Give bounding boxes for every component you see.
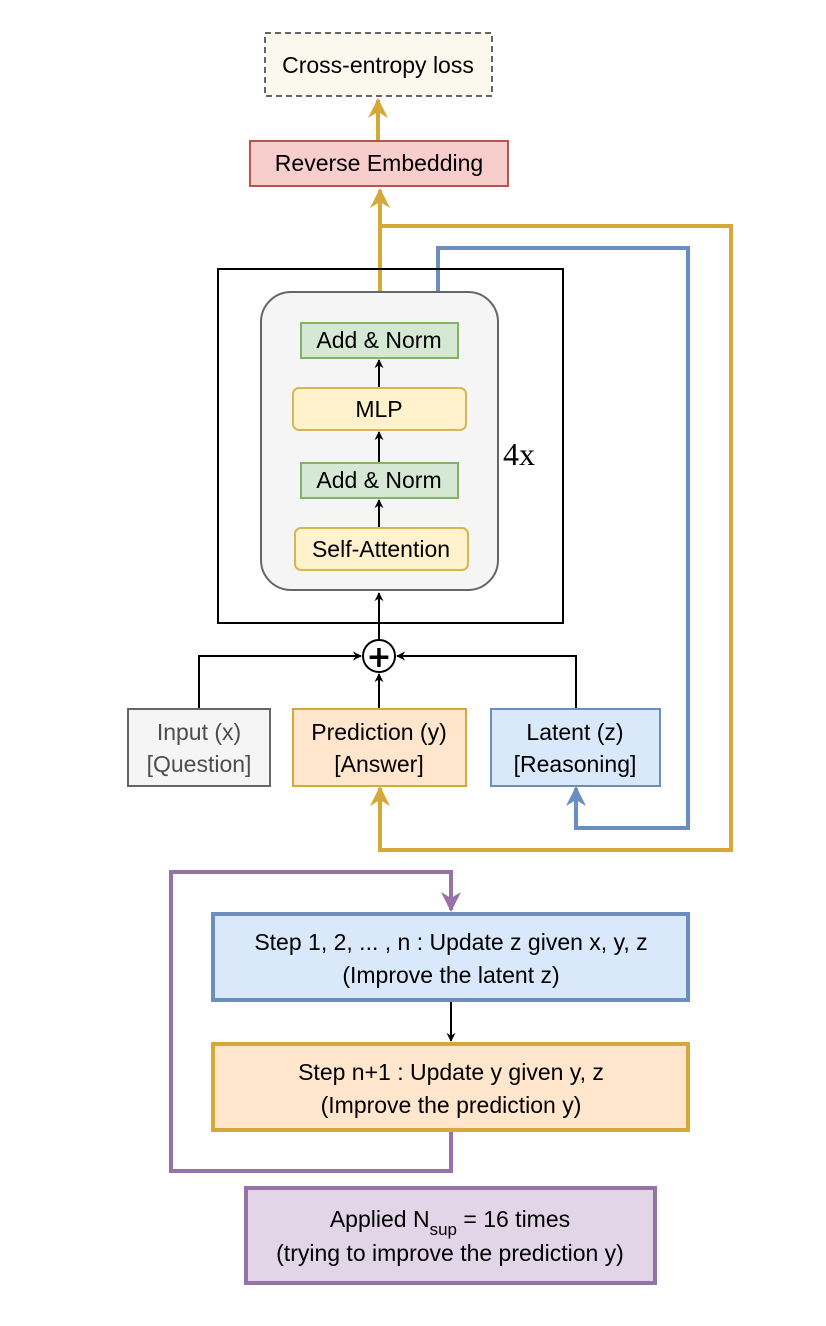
prediction-feedback-loop: [370, 224, 733, 852]
sum-symbol: +: [366, 640, 391, 675]
reverse-embedding-label: Reverse Embedding: [275, 150, 483, 176]
cross-entropy-loss-label: Cross-entropy loss: [282, 52, 474, 78]
latent-z-sublabel: [Reasoning]: [514, 751, 637, 777]
transformer-block-frame: [217, 268, 564, 624]
step-latent-update-box: [211, 912, 690, 1002]
step-prediction-update-label: Step n+1 : Update y given y, z: [298, 1059, 604, 1085]
latent-z-label: Latent (z): [526, 719, 623, 745]
prediction-y-box: [292, 708, 467, 787]
mlp-label: MLP: [355, 396, 402, 422]
self-attention-box: [294, 527, 469, 571]
applied-times-sublabel: (trying to improve the prediction y): [276, 1240, 624, 1266]
self-attention-label: Self-Attention: [312, 536, 450, 562]
prediction-y-sublabel: [Answer]: [334, 751, 423, 777]
latent-feedback-loop: [436, 246, 690, 830]
step-prediction-update-sublabel: (Improve the prediction y): [321, 1092, 582, 1118]
input-to-sum-arrow: [198, 651, 362, 709]
latent-z-box: [490, 708, 661, 787]
mlp-box: [292, 387, 467, 431]
step-latent-update-sublabel: (Improve the latent z): [342, 962, 559, 988]
input-x-sublabel: [Question]: [147, 751, 252, 777]
add-norm-top-label: Add & Norm: [316, 327, 441, 353]
recursion-loop: [169, 870, 461, 1173]
sum-node: [362, 639, 396, 673]
input-x-label: Input (x): [157, 719, 241, 745]
latent-to-sum-arrow: [396, 651, 577, 709]
cross-entropy-loss-box: [264, 32, 493, 97]
applied-times-box: [244, 1186, 657, 1285]
input-x-box: [127, 708, 271, 787]
prediction-y-label: Prediction (y): [311, 719, 446, 745]
step-prediction-update-box: [211, 1042, 690, 1132]
reverse-embedding-box: [249, 140, 509, 187]
add-norm-bottom-label: Add & Norm: [316, 467, 441, 493]
add-norm-bottom-box: [300, 462, 459, 499]
applied-times-label: Applied Nsup = 16 times: [330, 1206, 570, 1239]
add-norm-top-box: [300, 322, 459, 359]
step-latent-update-label: Step 1, 2, ... , n : Update z given x, y…: [254, 929, 647, 955]
repeat-count-label: 4x: [503, 436, 535, 472]
